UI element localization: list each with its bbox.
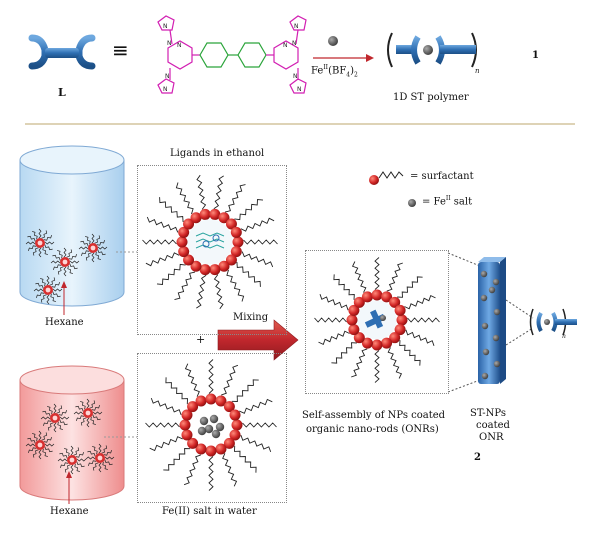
svg-text:N: N xyxy=(297,86,302,93)
hexane-cylinder-bottom xyxy=(19,365,125,501)
hexane-label-top: Hexane xyxy=(45,317,84,328)
hexane-pointer-bottom xyxy=(66,471,72,504)
onr-caption-line1: Self-assembly of NPs coated xyxy=(302,410,446,421)
ligand-label: L xyxy=(58,86,66,99)
svg-text:N: N xyxy=(163,86,168,93)
micelle-group xyxy=(25,228,115,475)
hexane-label-bottom: Hexane xyxy=(50,506,89,517)
ligand-nanoparticle xyxy=(142,174,278,310)
polymer-repeat-unit xyxy=(387,32,477,68)
onr-box xyxy=(305,250,449,394)
ligand-L-icon xyxy=(28,34,96,70)
st-caption-line1: ST-NPs xyxy=(470,408,506,419)
ligands-box xyxy=(137,165,287,335)
st-caption-line2: coated xyxy=(476,420,510,431)
plus-sign: + xyxy=(196,333,206,346)
polymer-n-subscript: n xyxy=(475,67,480,75)
fe-salt-nanoparticle xyxy=(145,359,277,491)
svg-text:N: N xyxy=(165,73,170,80)
small-polymer-n-subscript: n xyxy=(562,333,566,340)
rod-fe-particles xyxy=(480,270,501,380)
small-polymer-unit xyxy=(529,308,577,336)
svg-text:N: N xyxy=(163,23,168,30)
fe-ion-icon xyxy=(328,36,338,46)
compound-1-label: 1 xyxy=(532,50,539,61)
fe-reagent-label: FeII(BF4)2 xyxy=(311,64,358,79)
svg-text:N: N xyxy=(283,42,288,49)
legend-surfactant-label: = surfactant xyxy=(410,171,474,182)
svg-text:N: N xyxy=(177,42,182,49)
legend-fe-label: = FeII salt xyxy=(422,195,473,208)
hexane-pointer-top xyxy=(61,281,67,315)
legend-fe-icon xyxy=(408,199,416,207)
legend-surfactant-icon xyxy=(369,171,404,185)
reaction-arrow xyxy=(313,54,374,62)
onr-nanoparticle xyxy=(314,257,440,383)
svg-text:N: N xyxy=(167,40,172,47)
compound-2-label: 2 xyxy=(474,452,481,463)
mixing-arrow xyxy=(217,319,299,361)
mixing-label: Mixing xyxy=(233,312,269,323)
ligands-box-title: Ligands in ethanol xyxy=(170,148,265,159)
svg-text:N: N xyxy=(292,40,297,47)
svg-text:N: N xyxy=(293,73,298,80)
onr-caption-line2: organic nano-rods (ONRs) xyxy=(306,424,439,435)
ligand-structure xyxy=(157,15,307,94)
hexane-cylinder-top xyxy=(19,145,125,307)
svg-text:N: N xyxy=(294,23,299,30)
fe-salt-box xyxy=(137,353,287,503)
st-caption-line3: ONR xyxy=(479,432,504,443)
fe-salt-box-caption: Fe(II) salt in water xyxy=(162,506,257,517)
equivalence-symbol: ≡ xyxy=(112,38,129,62)
polymer-caption: 1D ST polymer xyxy=(393,92,469,103)
